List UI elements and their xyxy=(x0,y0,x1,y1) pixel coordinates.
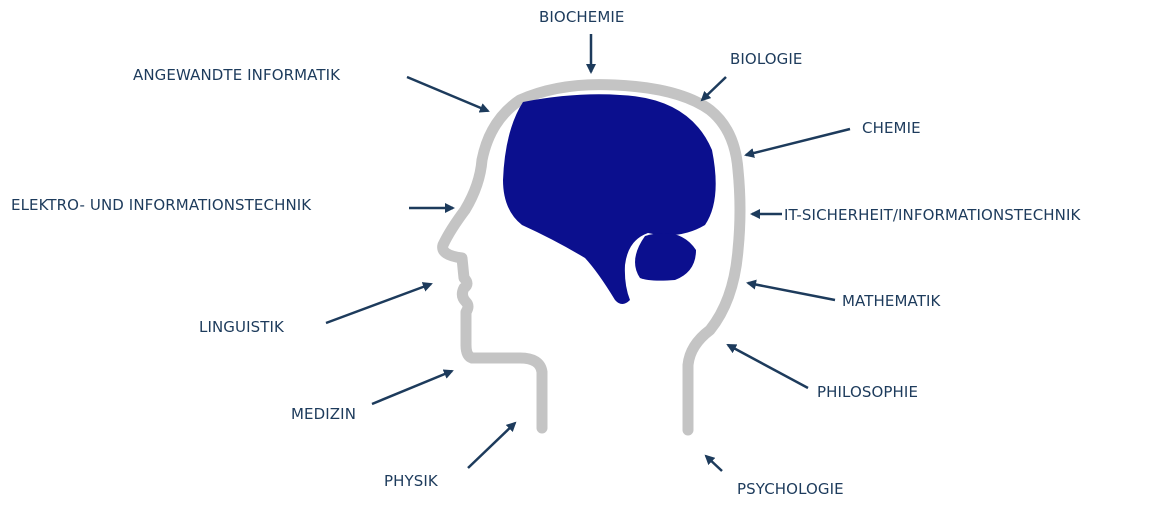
arrow-biologie xyxy=(702,77,726,100)
arrow-linguistik xyxy=(326,284,431,323)
label-linguistik: LINGUISTIK xyxy=(199,318,284,336)
label-elektro: ELEKTRO- UND INFORMATIONSTECHNIK xyxy=(11,196,311,214)
arrow-physik xyxy=(468,423,515,468)
arrow-angewandte-informatik xyxy=(407,77,488,111)
label-psychologie: PSYCHOLOGIE xyxy=(737,480,844,498)
arrow-medizin xyxy=(372,371,452,404)
cerebellum-shape xyxy=(635,233,696,281)
arrow-chemie xyxy=(746,129,850,155)
label-angewandte-informatik: ANGEWANDTE INFORMATIK xyxy=(133,66,340,84)
arrow-philosophie xyxy=(728,345,808,388)
label-mathematik: MATHEMATIK xyxy=(842,292,940,310)
label-physik: PHYSIK xyxy=(384,472,438,490)
label-philosophie: PHILOSOPHIE xyxy=(817,383,918,401)
label-biochemie: BIOCHEMIE xyxy=(539,8,625,26)
arrow-mathematik xyxy=(748,283,835,300)
label-biologie: BIOLOGIE xyxy=(730,50,802,68)
label-medizin: MEDIZIN xyxy=(291,405,356,423)
arrow-psychologie xyxy=(706,456,722,471)
label-it-sicherheit: IT-SICHERHEIT/INFORMATIONSTECHNIK xyxy=(784,206,1080,224)
label-chemie: CHEMIE xyxy=(862,119,921,137)
